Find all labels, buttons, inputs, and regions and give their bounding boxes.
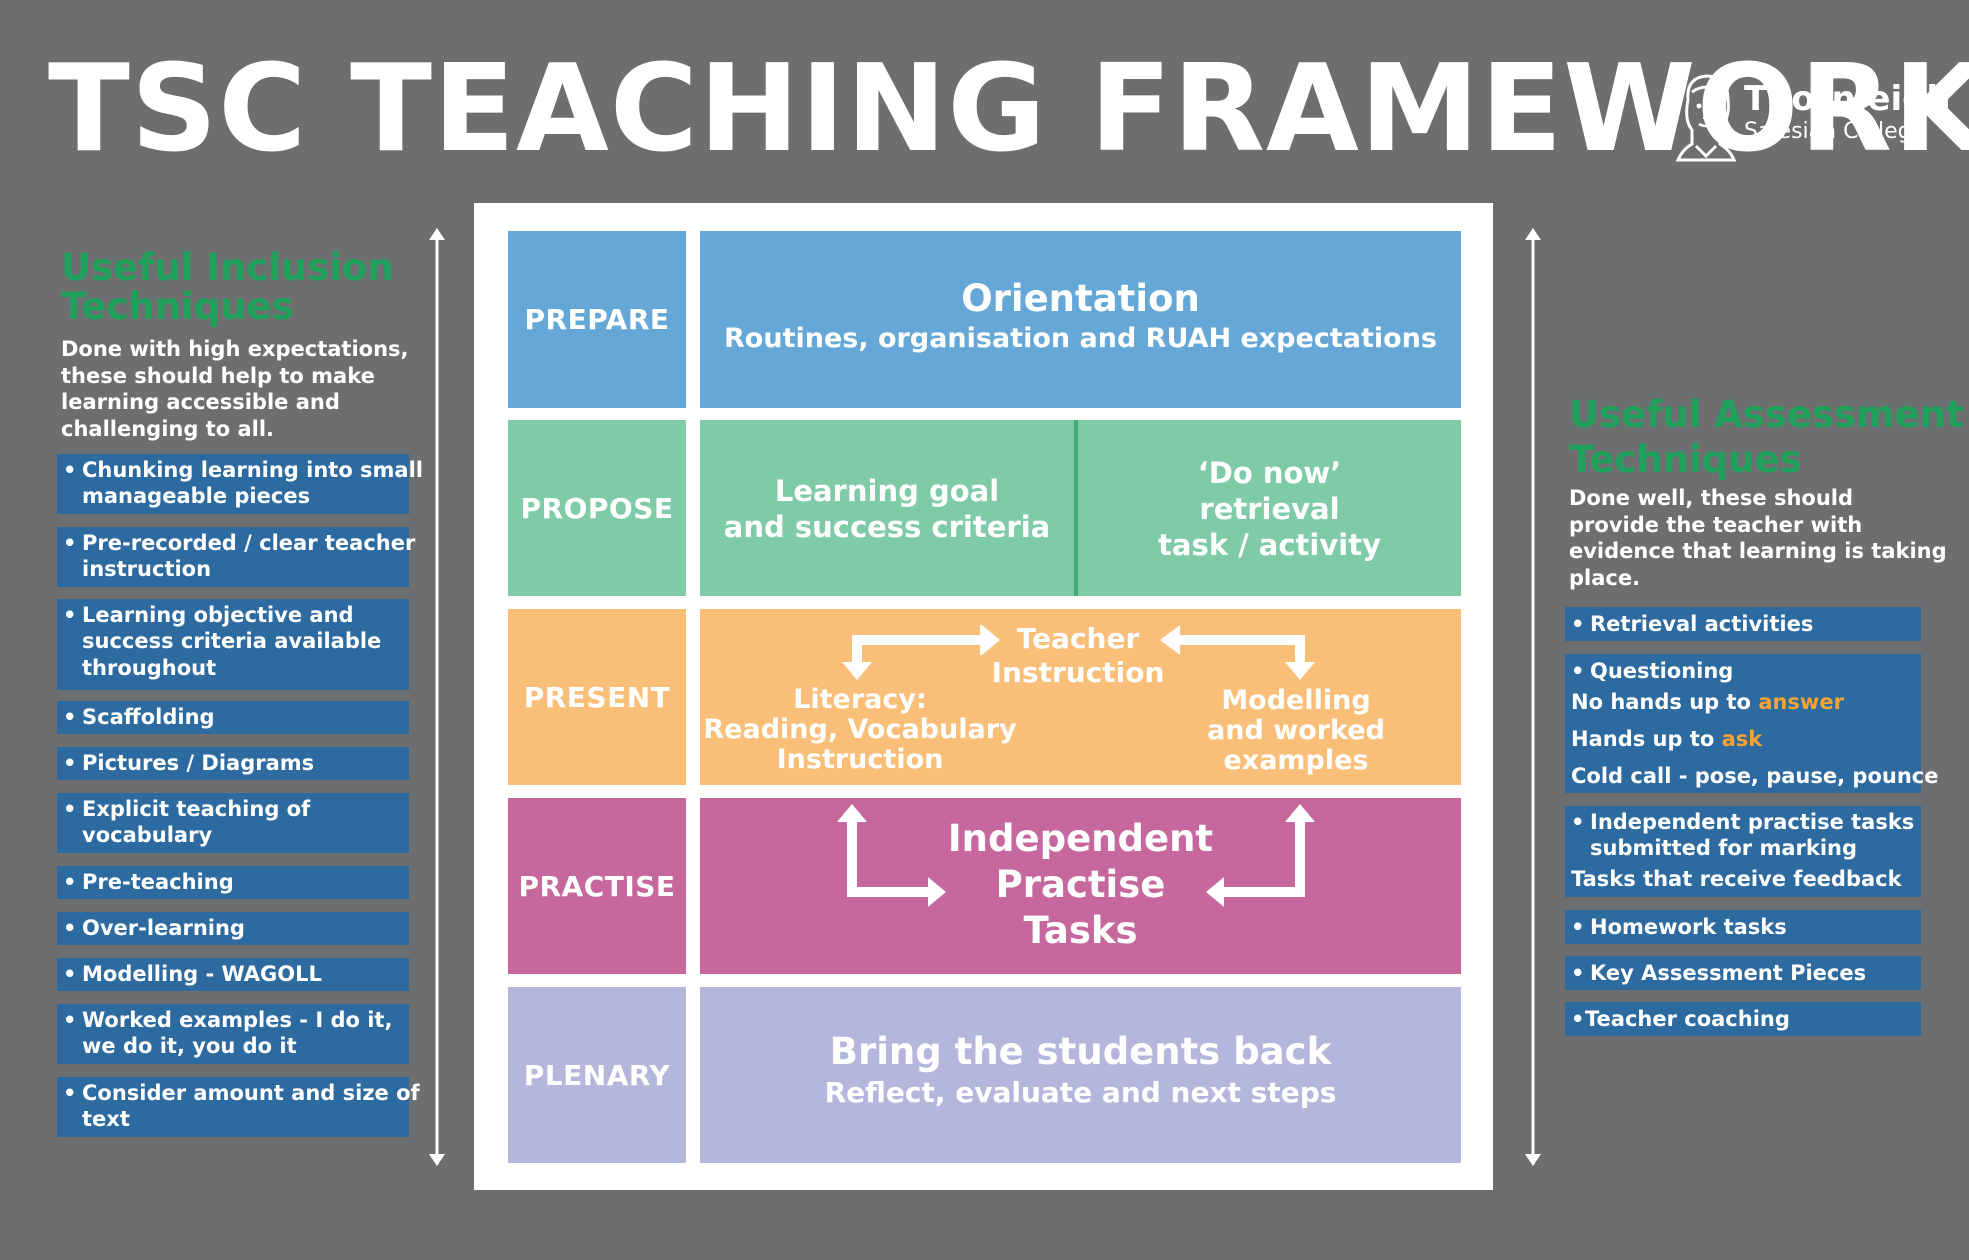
answer-highlight: answer xyxy=(1758,690,1844,714)
inclusion-item-learning-objective: • Learning objective and success criteri… xyxy=(57,599,409,690)
present-content xyxy=(700,609,1461,785)
inclusion-item-vocabulary: • Explicit teaching of vocabulary xyxy=(57,793,409,853)
propose-learning-goal: Learning goal and success criteria xyxy=(723,474,1051,544)
inclusion-heading: Useful Inclusion Techniques xyxy=(61,246,394,328)
arrow-up-from-practise-left-icon xyxy=(837,804,946,907)
inclusion-item-modelling: • Modelling - WAGOLL xyxy=(57,958,409,991)
stage-label-present: PRESENT xyxy=(508,609,686,785)
present-modelling: Modelling and worked examples xyxy=(1207,685,1385,776)
plenary-title: Bring the students back xyxy=(829,1030,1332,1073)
stage-label-propose: PROPOSE xyxy=(508,420,686,596)
prepare-title: Orientation xyxy=(961,277,1200,320)
assessment-item-coaching: • Teacher coaching xyxy=(1565,1002,1921,1036)
stage-label-practise: PRACTISE xyxy=(508,798,686,974)
arrow-to-modelling-icon xyxy=(1160,625,1315,680)
assessment-item-questioning: • Questioning No hands up to answer Hand… xyxy=(1565,654,1938,793)
inclusion-item-overlearning: • Over-learning xyxy=(57,912,409,945)
inclusion-item-pictures: • Pictures / Diagrams xyxy=(57,747,409,780)
don-bosco-portrait-icon xyxy=(1675,74,1737,162)
inclusion-item-scaffolding: • Scaffolding xyxy=(57,701,409,734)
stage-label-plenary: PLENARY xyxy=(508,987,686,1163)
plenary-subtitle: Reflect, evaluate and next steps xyxy=(824,1076,1337,1109)
assessment-item-homework: • Homework tasks xyxy=(1565,910,1921,944)
logo-name: Thornleigh xyxy=(1744,79,1951,119)
propose-divider xyxy=(1074,420,1078,596)
assessment-heading: Useful Assessment Techniques xyxy=(1569,393,1964,481)
practise-independent-tasks: Independent Practise Tasks xyxy=(947,817,1214,952)
right-double-arrow-icon xyxy=(1525,228,1541,1166)
inclusion-item-chunking: • Chunking learning into small manageabl… xyxy=(57,454,423,514)
assessment-intro: Done well, these should provide the teac… xyxy=(1569,486,1947,590)
propose-content xyxy=(700,420,1461,596)
logo-subtitle: Salesian College xyxy=(1744,119,1926,144)
propose-do-now: ‘Do now’ retrieval task / activity xyxy=(1158,456,1381,562)
arrow-to-teacher-icon xyxy=(842,625,1000,680)
assessment-item-retrieval: • Retrieval activities xyxy=(1565,607,1921,641)
inclusion-intro: Done with high expectations, these shoul… xyxy=(61,337,409,441)
assessment-item-independent: • Independent practise tasks submitted f… xyxy=(1565,806,1921,897)
inclusion-item-text-size: • Consider amount and size of text xyxy=(57,1077,420,1137)
present-literacy: Literacy: Reading, Vocabulary Instructio… xyxy=(703,684,1017,775)
page-title: TSC TEACHING FRAMEWORK xyxy=(48,40,1969,179)
left-double-arrow-icon xyxy=(429,228,445,1166)
ask-highlight: ask xyxy=(1721,727,1763,751)
inclusion-item-prerecorded: • Pre-recorded / clear teacher instructi… xyxy=(57,527,415,587)
arrow-up-from-practise-right-icon xyxy=(1206,804,1315,907)
prepare-content xyxy=(700,231,1461,408)
practise-content xyxy=(700,798,1461,974)
plenary-content xyxy=(700,987,1461,1163)
inclusion-item-preteaching: • Pre-teaching xyxy=(57,866,409,899)
inclusion-item-worked-examples: • Worked examples - I do it, we do it, y… xyxy=(57,1004,409,1064)
prepare-subtitle: Routines, organisation and RUAH expectat… xyxy=(724,323,1437,354)
assessment-item-key-pieces: • Key Assessment Pieces xyxy=(1565,956,1921,990)
stage-label-prepare: PREPARE xyxy=(508,231,686,408)
present-teacher-instruction: Teacher Instruction xyxy=(991,622,1165,689)
